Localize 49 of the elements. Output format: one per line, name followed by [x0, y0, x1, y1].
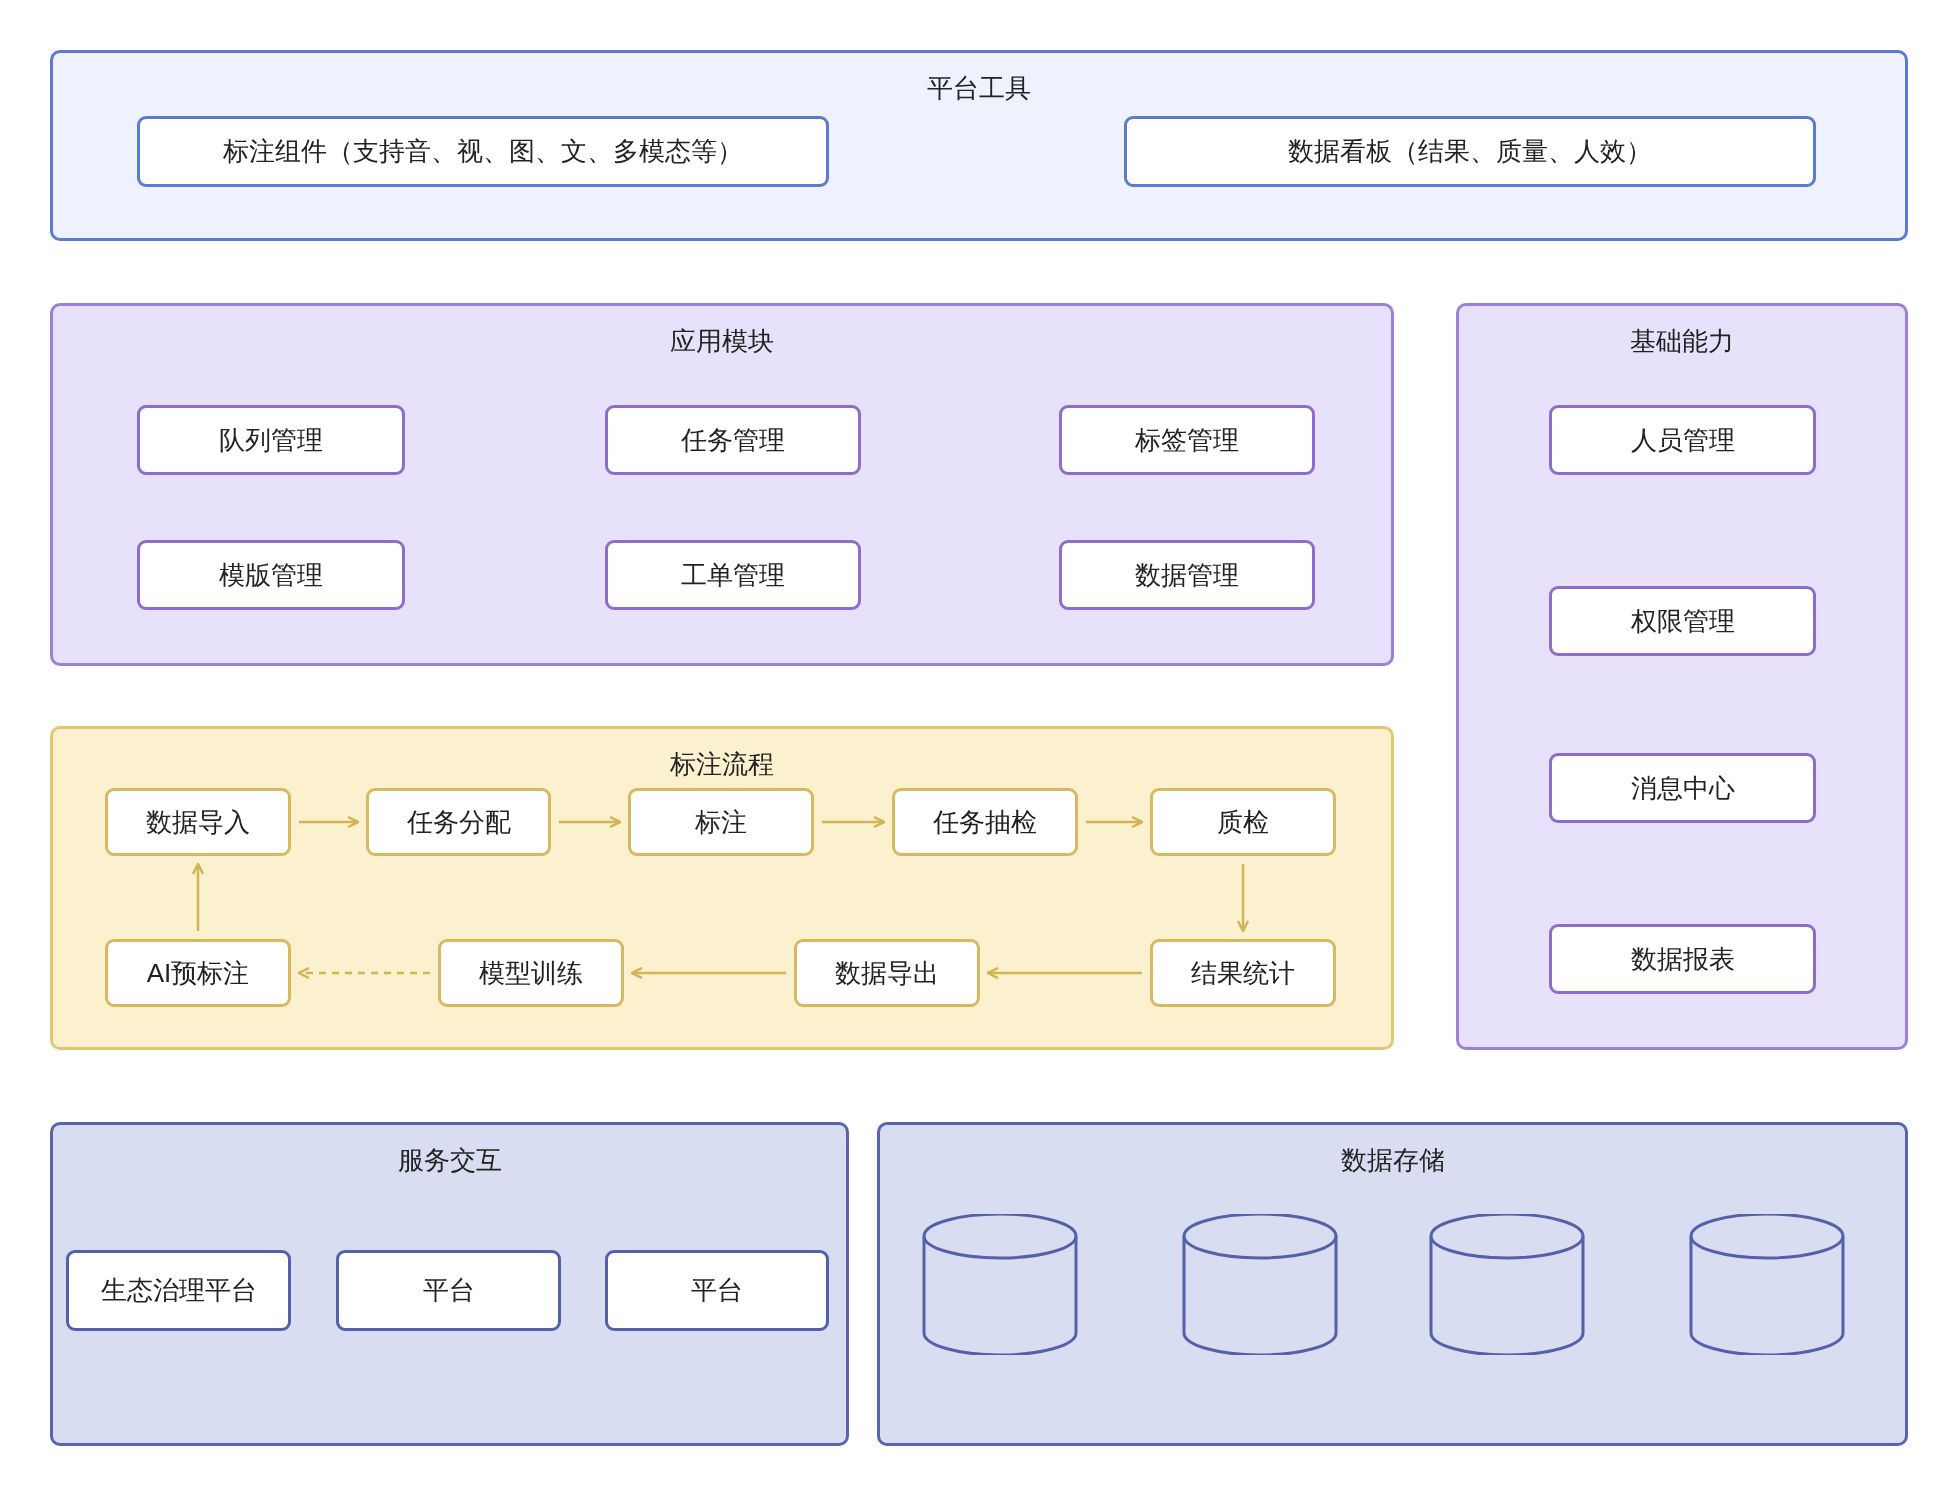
database-cylinder: [1182, 1214, 1338, 1355]
step-box: 结果统计: [1150, 939, 1336, 1007]
step-box: 标注: [628, 788, 814, 856]
group-title: 基础能力: [1630, 325, 1734, 358]
database-cylinder: [922, 1214, 1078, 1355]
capability-box: 人员管理: [1549, 405, 1816, 475]
step-box: AI预标注: [105, 939, 291, 1007]
capability-box: 消息中心: [1549, 753, 1816, 823]
arrow: [299, 815, 360, 829]
arrow: [630, 966, 786, 980]
arrow: [191, 862, 205, 931]
database-cylinder: [1689, 1214, 1845, 1355]
group-title: 平台工具: [927, 72, 1031, 105]
step-box: 任务抽检: [892, 788, 1078, 856]
module-box: 队列管理: [137, 405, 405, 475]
module-box: 模版管理: [137, 540, 405, 610]
arrow: [1236, 864, 1250, 933]
capability-panel: [1456, 303, 1908, 1050]
step-box: 质检: [1150, 788, 1336, 856]
group-title: 服务交互: [397, 1144, 502, 1177]
group-title: 数据存储: [1340, 1144, 1445, 1177]
group-title: 应用模块: [670, 325, 774, 358]
step-box: 模型训练: [438, 939, 624, 1007]
capability-box: 数据报表: [1549, 924, 1816, 994]
module-box: 任务管理: [605, 405, 861, 475]
service-panel: [50, 1122, 849, 1446]
tool-panel: [50, 50, 1908, 241]
group-title: 标注流程: [670, 748, 774, 781]
arrow: [822, 815, 886, 829]
tool-box: 标注组件（支持音、视、图、文、多模态等）: [137, 116, 829, 187]
step-box: 数据导入: [105, 788, 291, 856]
step-box: 数据导出: [794, 939, 980, 1007]
arrow: [297, 966, 430, 980]
platform-box: 生态治理平台: [66, 1250, 291, 1331]
module-panel: [50, 303, 1394, 666]
flow-panel: [50, 726, 1394, 1050]
module-box: 标签管理: [1059, 405, 1315, 475]
database-cylinder: [1429, 1214, 1585, 1355]
arrow: [1086, 815, 1144, 829]
module-box: 工单管理: [605, 540, 861, 610]
module-box: 数据管理: [1059, 540, 1315, 610]
platform-box: 平台: [605, 1250, 829, 1331]
arrow: [986, 966, 1142, 980]
step-box: 任务分配: [366, 788, 551, 856]
arrow: [559, 815, 622, 829]
storage-panel: [877, 1122, 1908, 1446]
platform-box: 平台: [336, 1250, 561, 1331]
tool-box: 数据看板（结果、质量、人效）: [1124, 116, 1816, 187]
capability-box: 权限管理: [1549, 586, 1816, 656]
